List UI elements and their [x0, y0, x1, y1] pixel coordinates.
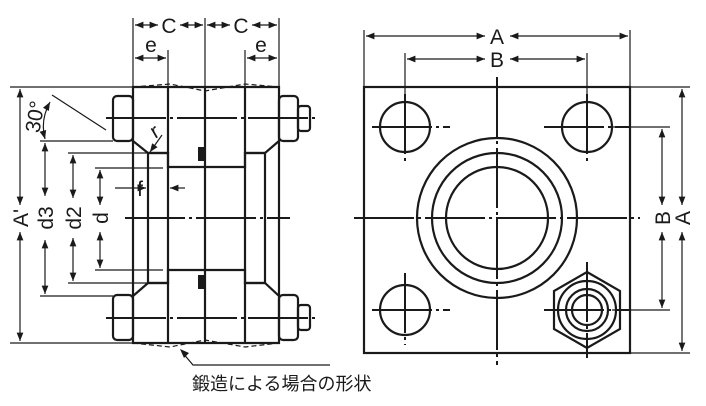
side-view: C C e e A' d3 d2 d f r 30°: [10, 15, 316, 348]
dim-d: d: [90, 212, 113, 224]
caption: 鍛造による場合の形状: [192, 374, 371, 395]
dim-d3: d3: [35, 206, 58, 229]
bolt-top: [106, 94, 316, 143]
dim-r: r: [146, 120, 164, 143]
dim-c-left: C: [161, 15, 176, 38]
dim-a-prime: A': [10, 209, 33, 227]
dim-angle: 30°: [22, 99, 50, 134]
dim-c-right: C: [233, 15, 248, 38]
dim-e-left: e: [145, 34, 157, 57]
front-view: A B B A: [354, 26, 695, 365]
dim-f: f: [137, 178, 143, 201]
dim-e-right: e: [255, 34, 267, 57]
dim-d2: d2: [63, 206, 86, 229]
o-ring-bottom: [198, 275, 205, 289]
bolt-bottom: [106, 293, 316, 342]
dim-b-top: B: [490, 49, 504, 72]
o-ring-top: [198, 147, 205, 161]
caption-leader: [181, 351, 330, 366]
dim-a-right: A: [672, 211, 695, 225]
dim-b-right: B: [652, 211, 675, 225]
bolt-holes: [372, 94, 630, 345]
dim-a-top: A: [490, 26, 504, 49]
